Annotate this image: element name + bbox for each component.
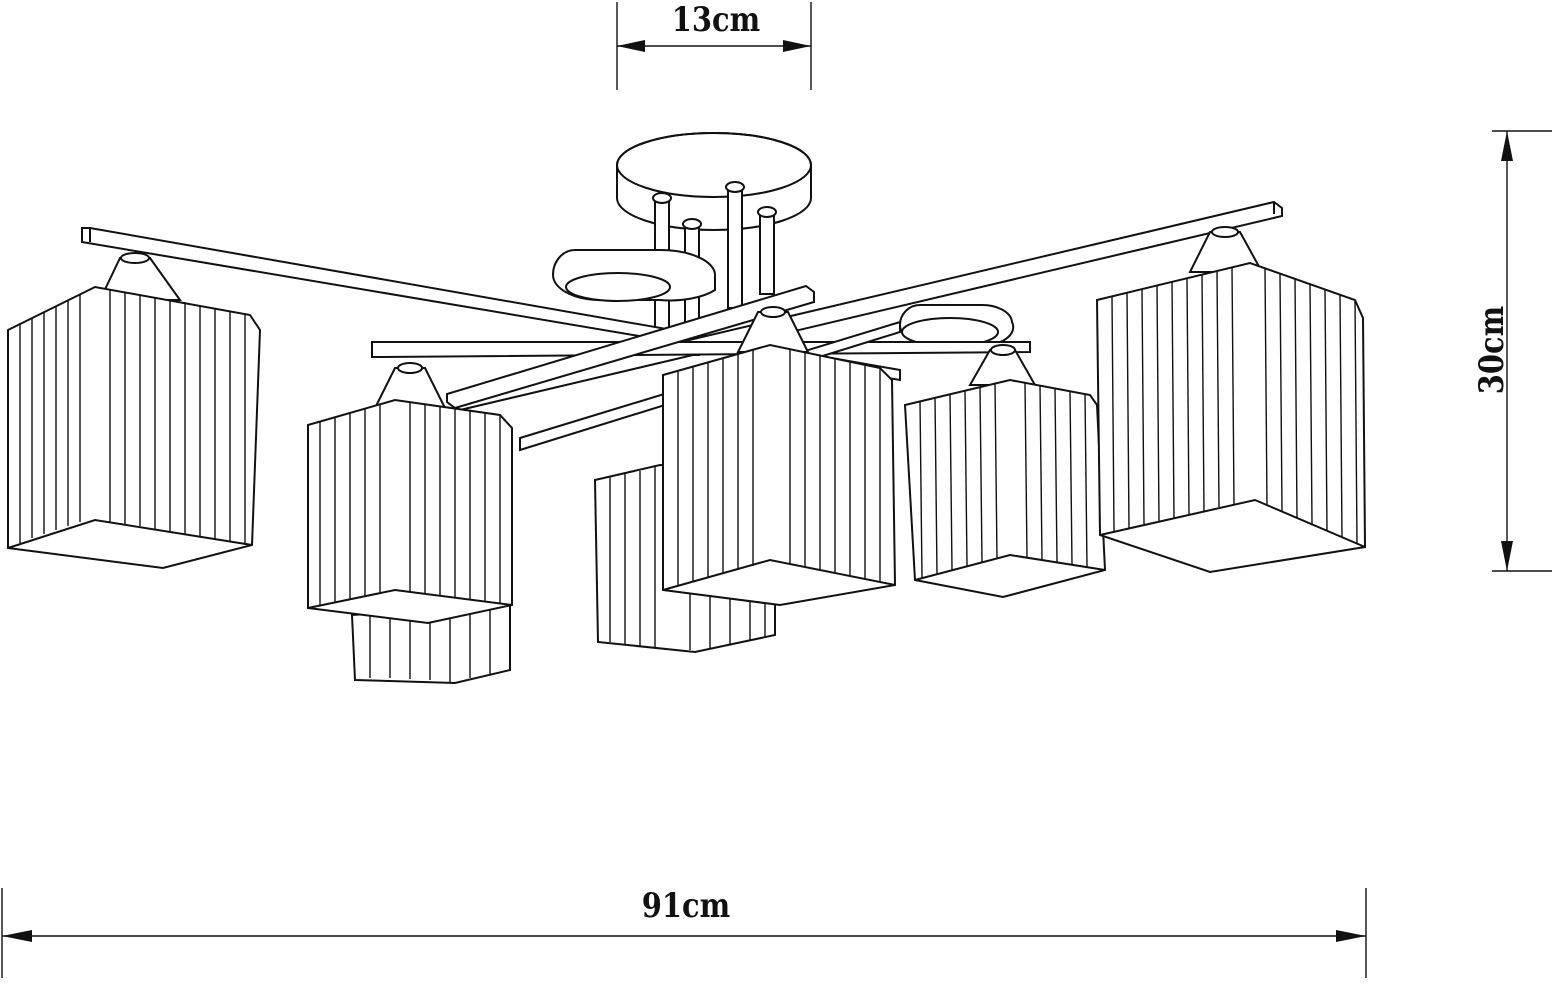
- oval-plate-right: [898, 303, 1015, 347]
- arm-mid-left: [371, 341, 1031, 358]
- dimension-label-height: 30cm: [1472, 305, 1512, 395]
- shade-mid-left: [307, 362, 513, 625]
- dimension-top: [616, 2, 812, 90]
- shade-far-left: [7, 252, 262, 570]
- shade-far-right: [1095, 226, 1367, 574]
- ceiling-canopy: [616, 132, 812, 231]
- shade-mid-right: [903, 344, 1107, 599]
- dimension-label-width: 91cm: [641, 886, 731, 926]
- dimension-right: [1492, 130, 1552, 572]
- shade-center: [662, 306, 897, 607]
- dimension-label-top: 13cm: [671, 0, 761, 40]
- oval-plate-left: [551, 249, 716, 302]
- dimension-bottom: [1, 888, 1367, 978]
